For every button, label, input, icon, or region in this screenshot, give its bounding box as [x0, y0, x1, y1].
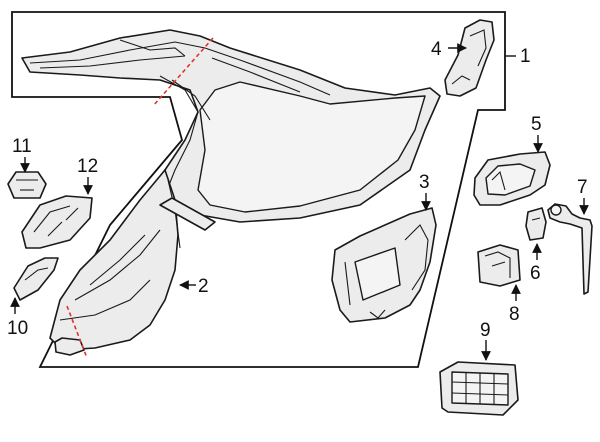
grommet-part[interactable]: [477, 244, 521, 287]
vent-grille-part[interactable]: [439, 361, 519, 416]
bracket-plate-part[interactable]: [21, 195, 93, 249]
bracket-part[interactable]: [444, 19, 495, 97]
fuel-door-housing-part[interactable]: [473, 151, 551, 206]
callout-6: 6: [530, 263, 541, 284]
callout-3: 3: [419, 172, 430, 193]
callout-10: 10: [7, 318, 28, 339]
cut-line-upper: [152, 37, 214, 107]
callout-4: 4: [431, 39, 442, 60]
cut-line-lower: [66, 305, 88, 359]
callout-11: 11: [12, 136, 32, 157]
callout-12: 12: [77, 156, 98, 177]
callout-5: 5: [531, 114, 542, 135]
clip-part[interactable]: [525, 207, 547, 241]
fuel-hose-part[interactable]: [547, 203, 593, 295]
quarter-panel-part[interactable]: [21, 29, 441, 356]
tail-lamp-housing-part[interactable]: [331, 207, 437, 323]
retainer-clip-part[interactable]: [7, 171, 47, 199]
callout-9: 9: [480, 320, 491, 341]
callout-1: 1: [520, 46, 531, 67]
callout-7: 7: [577, 177, 588, 198]
trim-piece-part[interactable]: [13, 257, 59, 301]
callout-2: 2: [198, 276, 209, 297]
callout-8: 8: [509, 304, 520, 325]
assembly-frame: [11, 11, 506, 368]
